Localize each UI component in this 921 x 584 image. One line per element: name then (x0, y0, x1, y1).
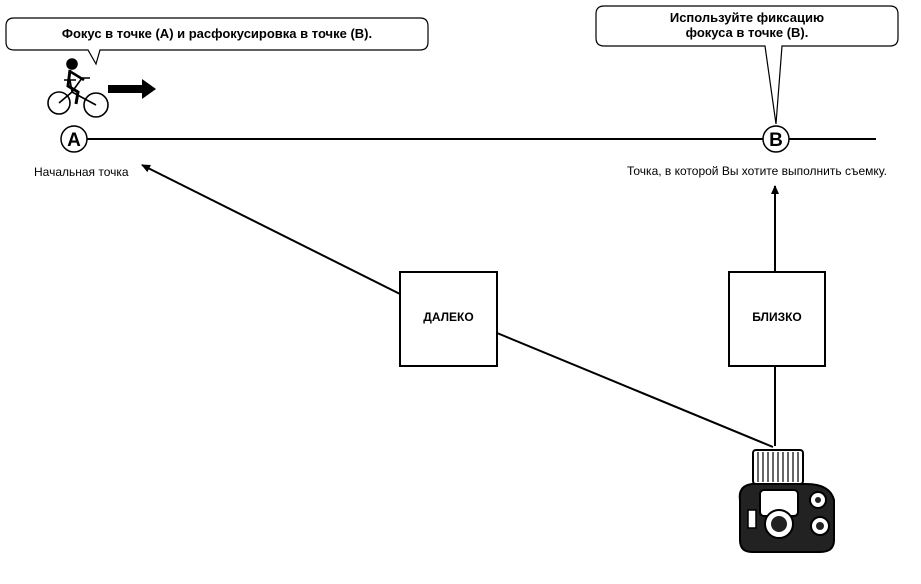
far-box-label: ДАЛЕКО (423, 310, 474, 324)
near-box (728, 271, 826, 367)
camera-icon (738, 449, 835, 553)
arrow-right-icon (108, 79, 156, 99)
callout-right-text-line1: Используйте фиксацию (669, 10, 825, 25)
far-arrow (141, 164, 401, 295)
far-box (399, 271, 498, 367)
near-box-label: БЛИЗКО (752, 310, 802, 324)
point-b-letter: B (769, 130, 783, 151)
point-a-caption: Начальная точка (34, 165, 129, 179)
point-b-caption: Точка, в которой Вы хотите выполнить съе… (627, 164, 887, 178)
camera-to-far-line (496, 332, 774, 448)
point-a-letter: A (67, 130, 81, 151)
callout-right-text-line2: фокуса в точке (B). (685, 25, 809, 40)
bicycle-rider-icon (47, 58, 109, 118)
callout-left (5, 17, 429, 66)
point-a-marker: A (60, 125, 88, 153)
callout-left-text: Фокус в точке (A) и расфокусировка в точ… (61, 26, 373, 41)
callout-right (595, 5, 899, 125)
point-b-marker: B (762, 125, 790, 153)
